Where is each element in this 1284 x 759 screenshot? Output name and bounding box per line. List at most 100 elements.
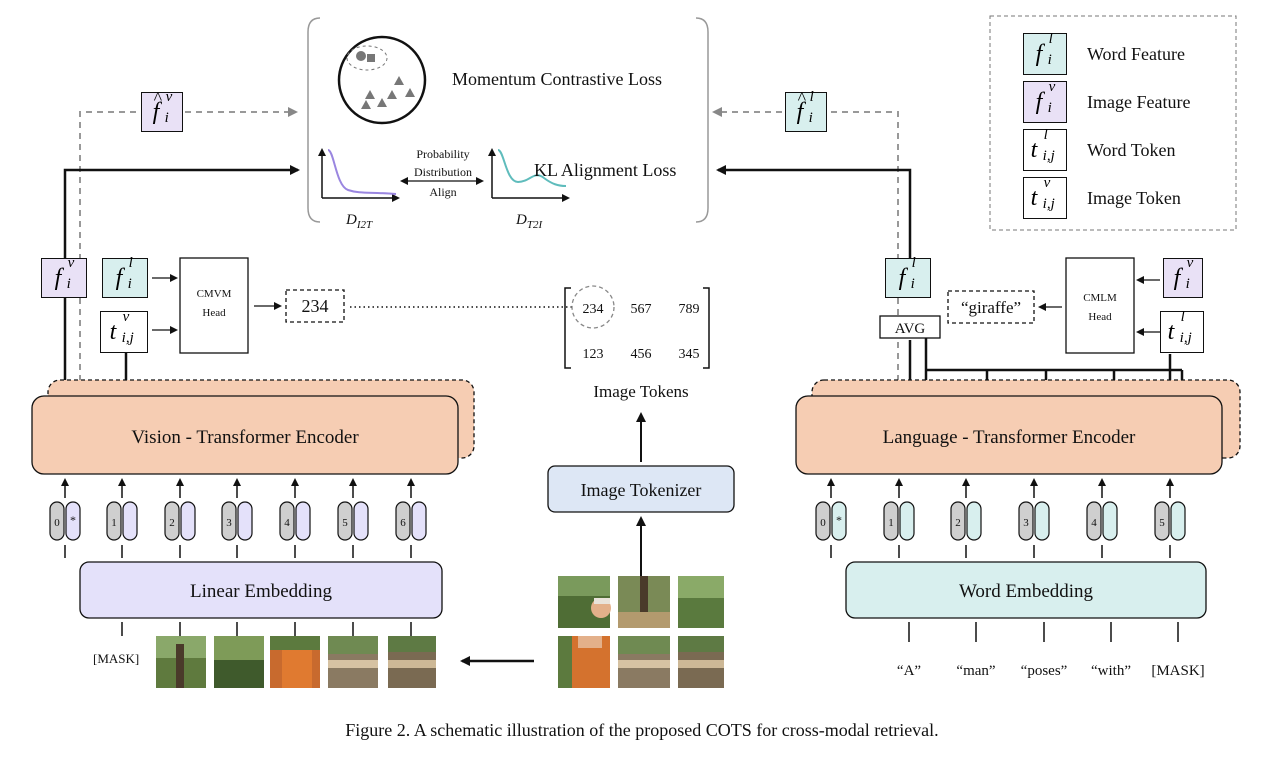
token-embedding [295, 501, 311, 541]
legend-label: Image Token [1087, 188, 1181, 208]
kl-loss-label: KL Alignment Loss [534, 160, 676, 180]
language-word-tokens: 0 * 1 2 3 4 5 [815, 478, 1186, 558]
image-tokenizer-label: Image Tokenizer [581, 480, 702, 500]
token-pair: 1 [883, 478, 915, 558]
token-pair: 1 [106, 478, 138, 558]
image-token-cell: 123 [583, 347, 604, 362]
position-embedding [106, 501, 122, 541]
cmlm-line1: CMLM [1083, 292, 1117, 304]
position-embedding [49, 501, 65, 541]
momentum-loss-label: Momentum Contrastive Loss [452, 69, 662, 89]
position-index: 1 [888, 517, 894, 529]
left-momentum-arrow [79, 107, 298, 392]
position-index: 4 [284, 517, 290, 529]
position-embedding [815, 501, 831, 541]
token-pair: 0* [49, 478, 81, 558]
predicted-word-box [947, 290, 1035, 324]
position-index: 0 [820, 517, 826, 529]
language-encoder-label: Language - Transformer Encoder [883, 427, 1136, 448]
input-word: “A” [897, 663, 921, 679]
word-embedding-box [845, 561, 1207, 619]
position-index: 0 [54, 517, 60, 529]
probability-label: Probability [416, 147, 469, 161]
token-embedding [831, 501, 847, 541]
image-token-cell: 456 [631, 347, 652, 362]
token-pair: 4 [1086, 478, 1118, 558]
align-label: Align [429, 185, 456, 199]
position-index: 2 [955, 517, 961, 529]
position-index: 4 [1091, 517, 1097, 529]
token-embedding [353, 501, 369, 541]
avg-box [879, 315, 941, 339]
cmvm-line1: CMVM [197, 288, 232, 300]
matched-token-circle [571, 285, 615, 329]
embedding-space-icon [337, 35, 427, 125]
image-token-cell: 567 [631, 302, 652, 317]
position-index: 1 [111, 517, 117, 529]
cmlm-head [1065, 257, 1135, 354]
t2i-distribution-plot [488, 148, 570, 202]
distribution-label: Distribution [414, 165, 472, 179]
right-momentum-arrow [712, 107, 899, 392]
vision-encoder [31, 395, 459, 475]
token-pair: 2 [950, 478, 982, 558]
position-embedding [1086, 501, 1102, 541]
legend-box [989, 15, 1237, 231]
token-embedding [899, 501, 915, 541]
token-embedding [65, 501, 81, 541]
image-tokens-label: Image Tokens [593, 382, 688, 401]
input-word: “man” [956, 663, 995, 679]
legend-label: Word Feature [1087, 44, 1186, 64]
token-embedding [180, 501, 196, 541]
avg-label: AVG [895, 321, 926, 337]
position-embedding [883, 501, 899, 541]
input-word: “with” [1091, 663, 1131, 679]
word-embedding-label: Word Embedding [959, 581, 1094, 602]
masked-image-patches [156, 636, 436, 688]
token-pair: 2 [164, 478, 196, 558]
position-embedding [395, 501, 411, 541]
right-kl-arrow [716, 165, 912, 258]
position-index: 5 [1159, 517, 1165, 529]
token-pair: 5 [337, 478, 369, 558]
original-image-grid [558, 576, 724, 688]
input-word: “poses” [1021, 663, 1068, 679]
position-embedding [1154, 501, 1170, 541]
position-index: 3 [1023, 517, 1029, 529]
position-embedding [1018, 501, 1034, 541]
position-embedding [337, 501, 353, 541]
loss-bracket [307, 17, 709, 223]
token-pair: 3 [221, 478, 253, 558]
predicted-token: 234 [302, 296, 329, 316]
position-embedding [221, 501, 237, 541]
cls-star: * [70, 513, 76, 527]
token-embedding [1034, 501, 1050, 541]
d-i2t-label: DI2T [345, 212, 373, 231]
legend-label: Word Token [1087, 140, 1176, 160]
d-t2i-label: DT2I [515, 212, 543, 231]
cls-star: * [836, 513, 842, 527]
token-embedding [122, 501, 138, 541]
token-pair: 4 [279, 478, 311, 558]
language-encoder [795, 395, 1223, 475]
figure-caption: Figure 2. A schematic illustration of th… [345, 720, 938, 740]
input-word: [MASK] [1151, 663, 1204, 679]
position-index: 6 [400, 517, 406, 529]
cmlm-line2: Head [1088, 311, 1112, 323]
cmvm-line2: Head [202, 307, 226, 319]
position-embedding [950, 501, 966, 541]
image-token-cell: 789 [679, 302, 700, 317]
